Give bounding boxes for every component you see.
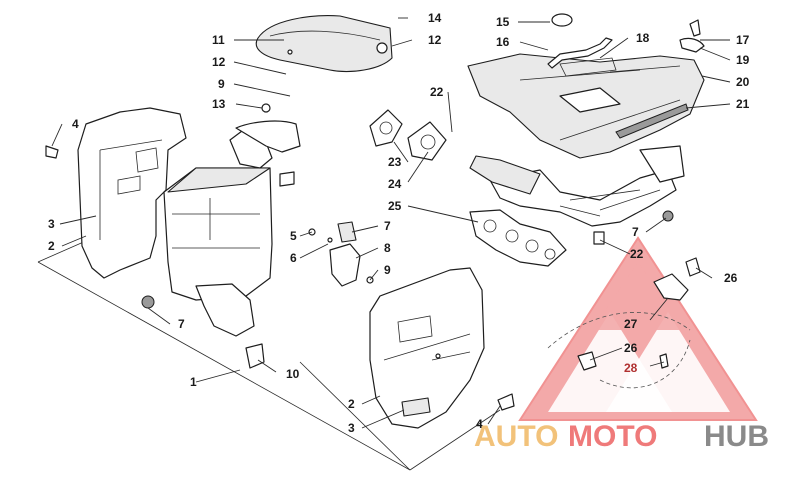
callout-22-right: 22 — [630, 247, 644, 261]
callout-19: 19 — [736, 53, 750, 67]
callout-25: 25 — [388, 199, 402, 213]
callout-9-mid: 9 — [384, 263, 391, 277]
assembly-guide-lines — [37, 225, 691, 471]
exhaust-manifold — [469, 145, 685, 245]
watermark-triangle-center — [592, 262, 684, 330]
clamps-and-sensor — [547, 13, 705, 69]
upper-heat-shield — [255, 15, 393, 73]
callout-7-mid: 7 — [384, 219, 391, 233]
callout-21: 21 — [736, 97, 750, 111]
watermark-moto: MOTO — [568, 420, 657, 453]
callout-11: 11 — [212, 33, 225, 47]
callout-26-lower: 26 — [624, 341, 638, 355]
callout-7-right: 7 — [632, 225, 639, 239]
upper-right-heat-shield — [467, 53, 705, 159]
callout-12-left: 12 — [212, 55, 226, 69]
callout-22-top: 22 — [430, 85, 444, 99]
callout-16: 16 — [496, 35, 510, 49]
callout-17: 17 — [736, 33, 750, 47]
callout-13: 13 — [212, 97, 226, 111]
callout-2-right: 2 — [348, 397, 355, 411]
mount-brackets — [141, 103, 374, 369]
watermark-text: AUTO MOTO HUB — [474, 420, 769, 453]
callout-2-left: 2 — [48, 239, 55, 253]
callout-6: 6 — [290, 251, 297, 265]
callout-9-top: 9 — [218, 77, 225, 91]
callout-1: 1 — [190, 375, 197, 389]
gaskets — [369, 109, 567, 267]
callout-18: 18 — [636, 31, 650, 45]
callout-3-left: 3 — [48, 217, 55, 231]
callout-20: 20 — [736, 75, 750, 89]
callout-28: 28 — [624, 361, 638, 375]
callout-23: 23 — [388, 155, 402, 169]
callout-27: 27 — [624, 317, 638, 331]
watermark-triangle-inner-right — [606, 312, 730, 412]
leader-lines — [51, 17, 731, 429]
lower-right-brackets — [45, 145, 701, 411]
callout-labels: 11 12 9 13 14 12 15 16 18 17 19 20 21 22… — [48, 11, 750, 435]
callout-24: 24 — [388, 177, 402, 191]
callout-5: 5 — [290, 229, 297, 243]
callout-8: 8 — [384, 241, 391, 255]
callout-15: 15 — [496, 15, 510, 29]
left-side-cover — [77, 107, 187, 279]
right-side-cover — [369, 267, 485, 429]
callout-7-left: 7 — [178, 317, 185, 331]
callout-3-right: 3 — [348, 421, 355, 435]
watermark-hub: HUB — [704, 420, 769, 453]
callout-10: 10 — [286, 367, 300, 381]
callout-26-right: 26 — [724, 271, 738, 285]
callout-12-right: 12 — [428, 33, 442, 47]
callout-4-right: 4 — [476, 417, 483, 431]
watermark-auto: AUTO — [474, 420, 558, 453]
callout-14: 14 — [428, 11, 442, 25]
callout-4-left: 4 — [72, 117, 79, 131]
muffler-body — [163, 120, 301, 337]
watermark-logo-triangles — [518, 236, 758, 421]
